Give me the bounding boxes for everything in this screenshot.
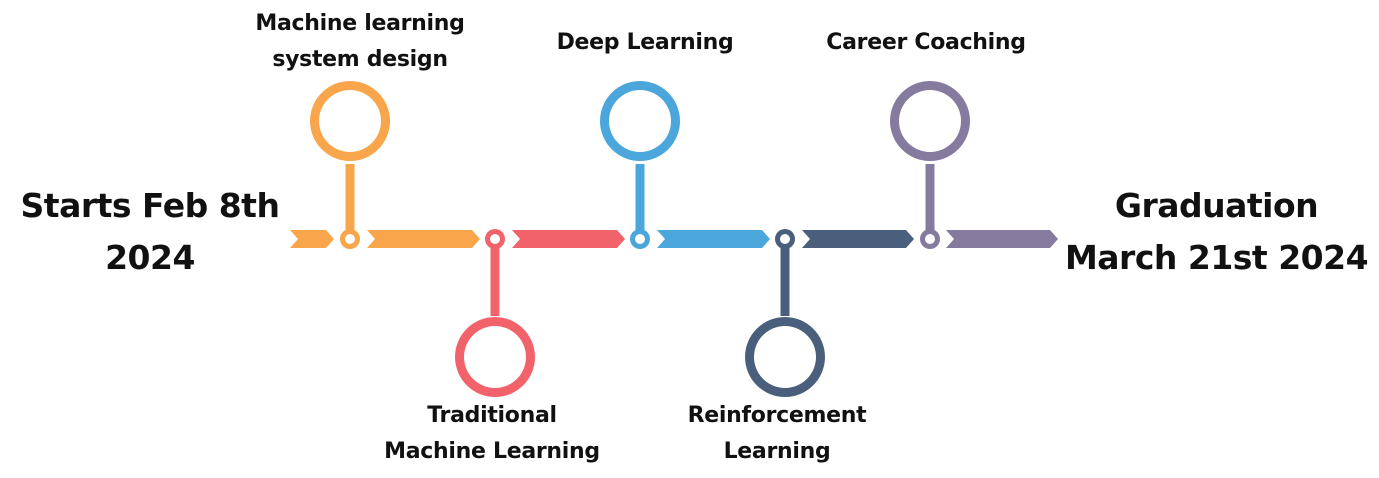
milestone-pin-career-coaching [890, 81, 970, 249]
milestone-label-career-coaching: Career Coaching [796, 25, 1056, 61]
milestone-pin-ml-system-design [310, 81, 390, 249]
milestone-pin-traditional-ml [455, 229, 535, 397]
milestone-label-line: Reinforcement [687, 403, 867, 428]
milestone-label-line: Machine Learning [384, 439, 600, 464]
start-label-line-1: Starts Feb 8th [20, 186, 280, 225]
milestone-label-line: Career Coaching [826, 30, 1026, 55]
end-label-line-1: Graduation [1114, 186, 1319, 225]
timeline-arrow-segment [657, 230, 770, 248]
milestone-label-reinforcement-learning: Reinforcement Learning [647, 398, 907, 470]
milestone-label-line: Traditional [427, 403, 557, 428]
timeline-start-label: Starts Feb 8th 2024 [0, 180, 300, 284]
timeline-arrow-segment [290, 230, 334, 248]
timeline-arrow-segment [946, 230, 1058, 248]
timeline-arrow-segment [512, 230, 625, 248]
timeline-arrow-segment [367, 230, 480, 248]
milestone-label-traditional-ml: Traditional Machine Learning [362, 398, 622, 470]
milestone-label-line: system design [272, 47, 448, 72]
end-label-line-2: March 21st 2024 [1064, 238, 1369, 277]
milestone-label-line: Machine learning [255, 11, 465, 36]
milestone-label-line: Deep Learning [556, 30, 734, 55]
start-label-line-2: 2024 [105, 238, 195, 277]
timeline-arrow-segment [802, 230, 914, 248]
milestone-pin-reinforcement-learning [745, 229, 825, 397]
milestone-label-ml-system-design: Machine learning system design [230, 6, 490, 78]
timeline-end-label: Graduation March 21st 2024 [1054, 180, 1379, 284]
milestone-label-deep-learning: Deep Learning [515, 25, 775, 61]
milestone-label-line: Learning [723, 439, 831, 464]
milestone-pin-deep-learning [600, 81, 680, 249]
